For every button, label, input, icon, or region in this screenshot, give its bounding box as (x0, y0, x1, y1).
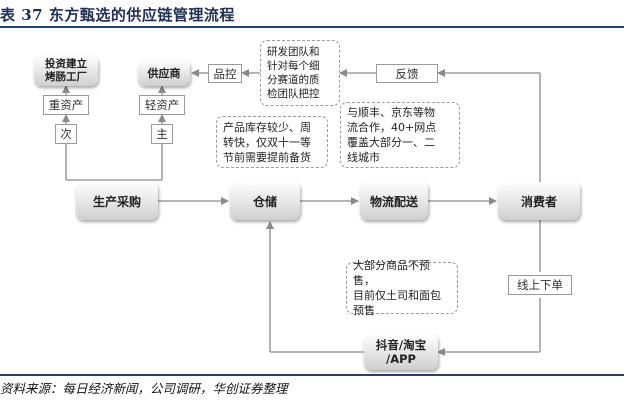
inventory-note: 产品库存较少、周 转快，仅双十一等 节前需要提前备货 (216, 116, 328, 168)
platform-line2: /APP (386, 352, 416, 366)
research-team-line: 研发团队和 (267, 46, 320, 58)
heavy-asset-box: 重资产 (43, 95, 89, 115)
logistics-partner-line: 流合作，40+网点 (347, 121, 437, 134)
factory-line1: 投资建立 (45, 58, 87, 70)
bottom-rule (0, 374, 624, 376)
inventory-line: 节前需要提前备货 (223, 150, 311, 164)
light-asset-box: 轻资产 (139, 95, 185, 115)
logistics-partner-note: 与顺丰、京东等物 流合作，40+网点 覆盖大部分一、二 线城市 (340, 102, 460, 168)
research-team-line: 分赛道的质 (267, 74, 320, 86)
factory-node[interactable]: 投资建立 烤肠工厂 (34, 56, 98, 86)
consumer-node[interactable]: 消费者 (498, 182, 580, 220)
title-rule (0, 26, 624, 28)
logistics-node[interactable]: 物流配送 (360, 182, 428, 220)
procurement-node[interactable]: 生产采购 (76, 182, 158, 220)
research-team-line: 针对每个细 (267, 60, 320, 72)
presale-line: 目前仅土司和面包 (353, 289, 441, 302)
presale-line: 大部分商品不预售， (353, 259, 430, 287)
presale-note: 大部分商品不预售， 目前仅土司和面包 预售 (346, 259, 458, 317)
research-team-note: 研发团队和 针对每个细 分赛道的质 检团队把控 (260, 40, 340, 106)
quality-control-box: 品控 (208, 64, 242, 83)
logistics-partner-line: 线城市 (347, 151, 380, 164)
warehouse-node[interactable]: 仓储 (230, 182, 300, 220)
offline-order-box: 线上下单 (508, 275, 572, 295)
research-team-line: 检团队把控 (267, 88, 320, 100)
logistics-partner-line: 覆盖大部分一、二 (347, 136, 435, 149)
logistics-partner-line: 与顺丰、京东等物 (347, 106, 435, 119)
secondary-box: 次 (55, 124, 77, 144)
platform-line1: 抖音/淘宝 (375, 338, 427, 352)
figure-title: 表 37 东方甄选的供应链管理流程 (0, 6, 235, 24)
platform-node[interactable]: 抖音/淘宝 /APP (364, 334, 438, 370)
feedback-box: 反馈 (376, 64, 438, 83)
inventory-line: 产品库存较少、周 (223, 120, 311, 134)
presale-line: 预售 (353, 304, 375, 317)
supplier-node[interactable]: 供应商 (138, 60, 190, 86)
main-box: 主 (151, 124, 173, 144)
source-note: 资料来源：每日经济新闻，公司调研，华创证券整理 (0, 381, 288, 396)
inventory-line: 转快，仅双十一等 (223, 135, 311, 149)
factory-line2: 烤肠工厂 (45, 71, 87, 83)
